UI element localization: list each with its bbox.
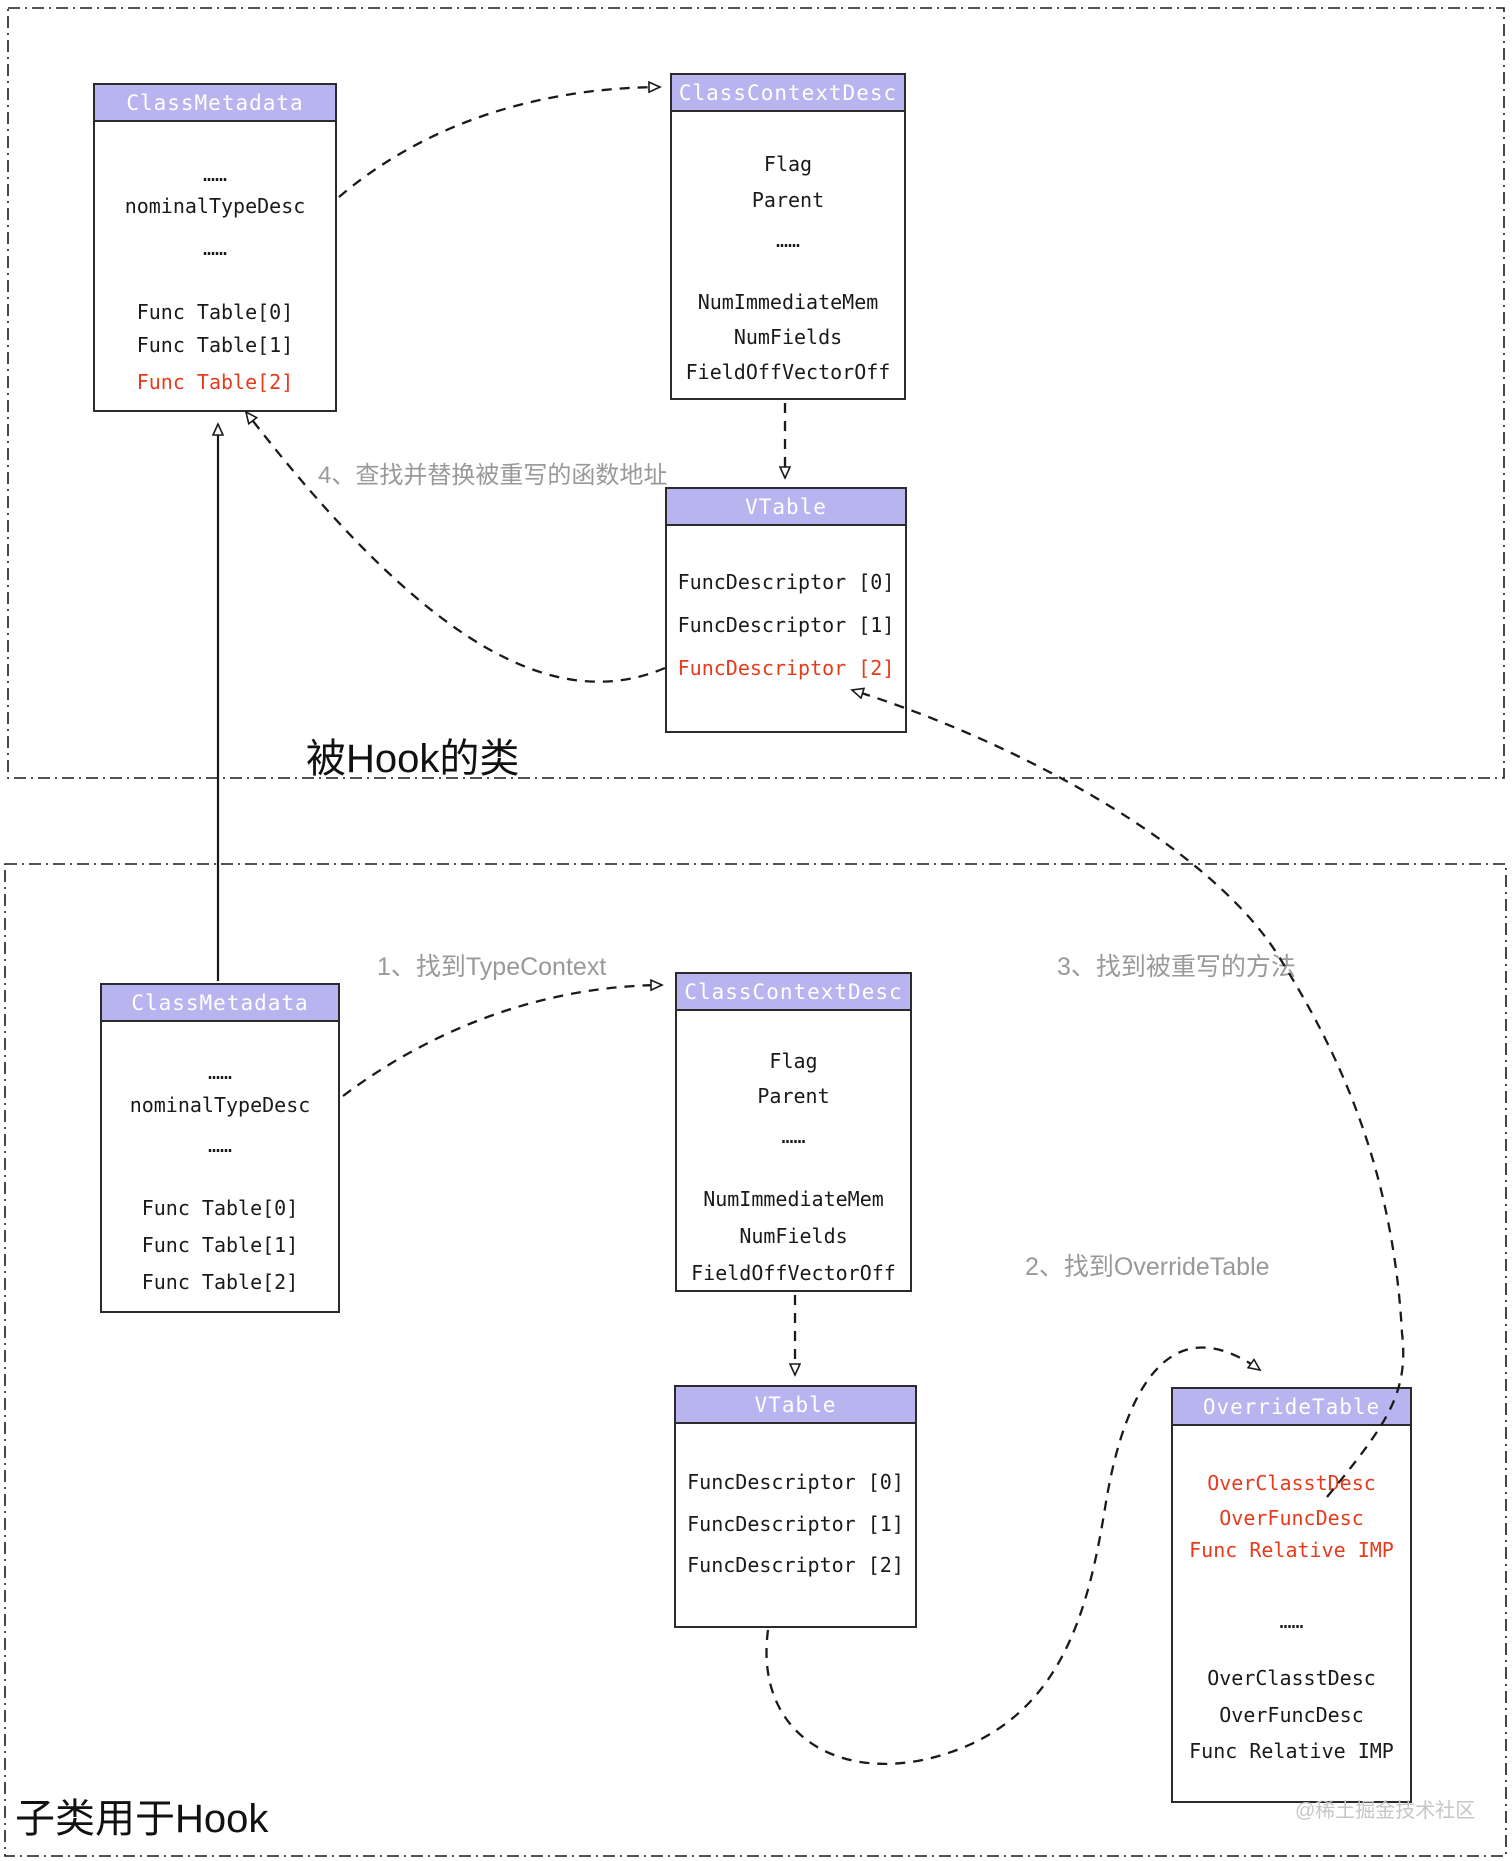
- row-func-descriptor-2: FuncDescriptor [2]: [687, 1553, 904, 1577]
- hooked-class-region-label: 被Hook的类: [306, 737, 520, 781]
- override-table-box: OverrideTable OverClasstDesc OverFuncDes…: [1171, 1387, 1412, 1803]
- box-body: FuncDescriptor [0] FuncDescriptor [1] Fu…: [667, 526, 905, 731]
- box-body: Flag Parent …… NumImmediateMem NumFields…: [672, 112, 904, 398]
- row-flag: Flag: [763, 152, 813, 176]
- box-body: FuncDescriptor [0] FuncDescriptor [1] Fu…: [676, 1424, 915, 1626]
- row-field-off-vector-off: FieldOffVectorOff: [691, 1261, 896, 1285]
- step4-label: 4、查找并替换被重写的函数地址: [318, 462, 668, 489]
- box-body: …… nominalTypeDesc …… Func Table[0] Func…: [102, 1022, 338, 1311]
- box-body: …… nominalTypeDesc …… Func Table[0] Func…: [95, 122, 335, 410]
- row-func-table-1: Func Table[1]: [136, 333, 294, 357]
- row-func-table-2: Func Table[2]: [136, 370, 294, 394]
- class-metadata-top-box: ClassMetadata …… nominalTypeDesc …… Func…: [93, 83, 337, 412]
- box-title: VTable: [676, 1387, 915, 1424]
- arrow-step4-replace-func: [246, 412, 666, 683]
- vtable-bottom-box: VTable FuncDescriptor [0] FuncDescriptor…: [674, 1385, 917, 1628]
- row-num-fields: NumFields: [739, 1224, 848, 1248]
- box-title: ClassMetadata: [102, 985, 338, 1022]
- row-nominal-type-desc: nominalTypeDesc: [129, 1093, 311, 1117]
- row-over-func-desc: OverFuncDesc: [1219, 1506, 1364, 1530]
- class-metadata-bottom-box: ClassMetadata …… nominalTypeDesc …… Func…: [100, 983, 340, 1313]
- arrow-step1-find-typecontext: [342, 985, 662, 1097]
- row-dots: ……: [202, 162, 228, 186]
- row-over-class-desc: OverClasstDesc: [1207, 1666, 1376, 1690]
- row-parent: Parent: [757, 1084, 830, 1108]
- row-func-relative-imp: Func Relative IMP: [1189, 1538, 1394, 1562]
- row-dots: ……: [207, 1060, 233, 1084]
- box-title: ClassContextDesc: [672, 75, 904, 112]
- row-func-descriptor-1: FuncDescriptor [1]: [687, 1512, 904, 1536]
- arrow-metadata-to-contextdesc-top: [338, 87, 660, 198]
- box-title: OverrideTable: [1173, 1389, 1410, 1426]
- row-func-descriptor-1: FuncDescriptor [1]: [677, 613, 895, 637]
- class-context-desc-top-box: ClassContextDesc Flag Parent …… NumImmed…: [670, 73, 906, 400]
- row-dots: ……: [207, 1133, 233, 1157]
- class-context-desc-bottom-box: ClassContextDesc Flag Parent …… NumImmed…: [675, 972, 912, 1292]
- row-func-table-2: Func Table[2]: [141, 1270, 299, 1294]
- box-title: VTable: [667, 489, 905, 526]
- row-over-func-desc: OverFuncDesc: [1219, 1703, 1364, 1727]
- row-func-relative-imp: Func Relative IMP: [1189, 1739, 1394, 1763]
- step3-label: 3、找到被重写的方法: [1057, 953, 1296, 981]
- vtable-top-box: VTable FuncDescriptor [0] FuncDescriptor…: [665, 487, 907, 733]
- row-func-table-0: Func Table[0]: [141, 1196, 299, 1220]
- row-parent: Parent: [751, 188, 825, 212]
- row-dots: ……: [1279, 1609, 1304, 1633]
- row-func-descriptor-0: FuncDescriptor [0]: [687, 1470, 904, 1494]
- step2-label: 2、找到OverrideTable: [1025, 1253, 1270, 1281]
- row-flag: Flag: [769, 1049, 818, 1073]
- row-func-descriptor-0: FuncDescriptor [0]: [677, 570, 895, 594]
- subclass-region-label: 子类用于Hook: [15, 1797, 269, 1841]
- box-body: Flag Parent …… NumImmediateMem NumFields…: [677, 1011, 910, 1290]
- row-dots: ……: [202, 236, 228, 260]
- watermark: @稀土掘金技术社区: [1295, 1800, 1476, 1822]
- row-num-immediate-mem: NumImmediateMem: [703, 1187, 884, 1211]
- box-title: ClassContextDesc: [677, 974, 910, 1011]
- row-dots: ……: [781, 1124, 806, 1148]
- box-title: ClassMetadata: [95, 85, 335, 122]
- box-body: OverClasstDesc OverFuncDesc Func Relativ…: [1173, 1426, 1410, 1801]
- row-field-off-vector-off: FieldOffVectorOff: [685, 360, 891, 384]
- row-func-table-0: Func Table[0]: [136, 300, 294, 324]
- row-func-table-1: Func Table[1]: [141, 1233, 299, 1257]
- row-num-fields: NumFields: [733, 325, 843, 349]
- row-func-descriptor-2: FuncDescriptor [2]: [677, 656, 895, 680]
- step1-label: 1、找到TypeContext: [377, 953, 607, 981]
- row-nominal-type-desc: nominalTypeDesc: [124, 194, 306, 218]
- arrow-step3-find-overridden-method: [852, 690, 1405, 1498]
- row-dots: ……: [775, 228, 801, 252]
- row-num-immediate-mem: NumImmediateMem: [697, 290, 879, 314]
- row-over-class-desc: OverClasstDesc: [1207, 1471, 1376, 1495]
